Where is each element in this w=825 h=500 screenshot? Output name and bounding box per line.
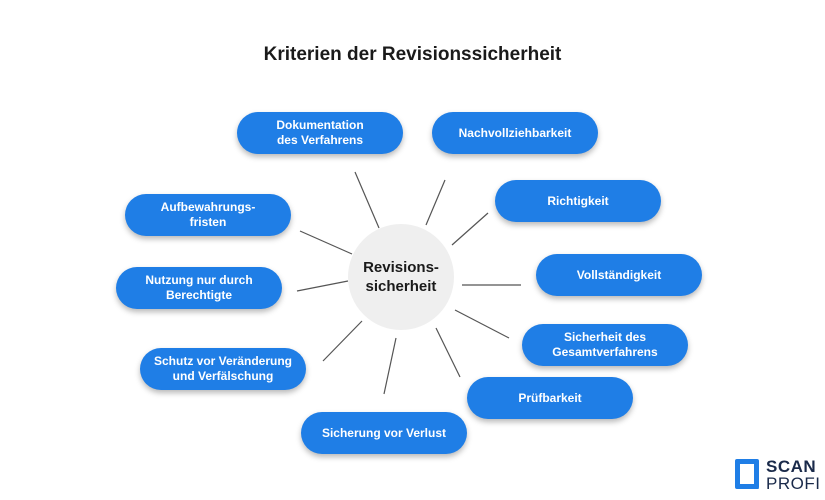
connector-line [296,280,349,292]
center-node: Revisions- sicherheit [348,224,454,330]
node-richtigkeit: Richtigkeit [495,180,661,222]
node-nutzung: Nutzung nur durch Berechtigte [116,267,282,309]
node-sicherheit-gesamtverfahren: Sicherheit des Gesamtverfahrens [522,324,688,366]
node-schutz: Schutz vor Veränderung und Verfälschung [140,348,306,390]
connector-line [383,337,397,395]
brand-logo: SCAN PROFI [734,457,825,493]
connector-line [354,171,380,229]
connector-line [451,212,489,246]
node-dokumentation: Dokumentation des Verfahrens [237,112,403,154]
node-aufbewahrungsfristen: Aufbewahrungs- fristen [125,194,291,236]
logo-text-line1: SCAN [766,457,817,476]
node-pruefbarkeit: Prüfbarkeit [467,377,633,419]
diagram-title: Kriterien der Revisionssicherheit [263,44,562,65]
node-vollstaendigkeit: Vollständigkeit [536,254,702,296]
connector-line [454,309,510,339]
logo-text-line2: PROFI [766,474,821,493]
scanner-icon [735,459,759,489]
node-nachvollziehbarkeit: Nachvollziehbarkeit [432,112,598,154]
node-sicherung: Sicherung vor Verlust [301,412,467,454]
connector-line [322,320,363,362]
connector-line [299,230,353,255]
connector-line [435,327,461,378]
connector-line [425,179,446,226]
